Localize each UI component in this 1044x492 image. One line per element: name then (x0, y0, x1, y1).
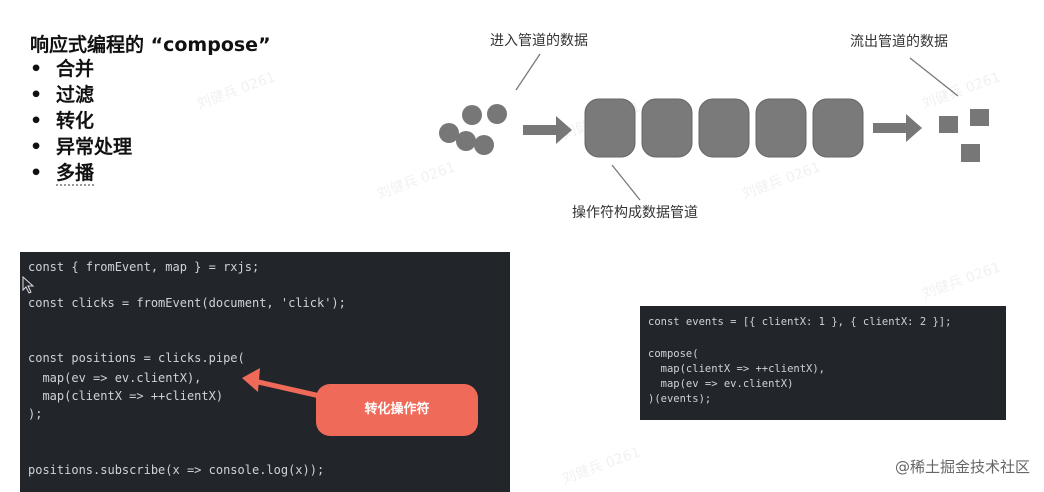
input-label-leader (515, 53, 541, 91)
list-item: •过滤 (30, 84, 95, 106)
pipe-segment (584, 98, 636, 158)
list-item: •多播 (30, 162, 95, 186)
code-line: map(ev => ev.clientX), (28, 371, 202, 385)
data-square (939, 116, 958, 133)
output-data-label: 流出管道的数据 (850, 34, 948, 50)
output-arrow (873, 114, 922, 142)
watermark: 刘健兵 0261 (560, 444, 643, 488)
slide-title: 响应式编程的 “compose” (30, 34, 271, 56)
code-line: map(clientX => ++clientX), (648, 363, 826, 375)
code-line: )(events); (648, 393, 712, 405)
input-arrow (523, 116, 572, 144)
code-line: ); (28, 407, 43, 421)
pipe-segment (755, 98, 807, 158)
mouse-cursor-icon (22, 276, 35, 294)
code-line: map(ev => ev.clientX) (648, 378, 794, 390)
transform-operator-callout: 转化操作符 (316, 384, 478, 436)
code-line: positions.subscribe(x => console.log(x))… (28, 463, 325, 477)
annotation-arrow (242, 368, 321, 399)
code-block-compose: const events = [{ clientX: 1 }, { client… (640, 306, 1006, 420)
list-item: •合并 (30, 58, 95, 80)
bullet-icon: • (30, 162, 43, 184)
data-dot (439, 123, 459, 143)
credit-text: @稀土掘金技术社区 (894, 458, 1030, 476)
list-item: •转化 (30, 110, 95, 132)
code-line: compose( (648, 348, 699, 360)
pipe-segment (641, 98, 693, 158)
data-dot (456, 131, 476, 151)
output-label-leader (909, 57, 959, 97)
data-square (970, 109, 989, 126)
feature-list: •合并 •过滤 •转化 •异常处理 •多播 (30, 56, 132, 186)
code-line: map(clientX => ++clientX) (28, 389, 224, 403)
pipe-segment (812, 98, 864, 158)
bullet-icon: • (30, 84, 43, 106)
pipe-label-leader (611, 164, 641, 201)
watermark: 刘健兵 0261 (920, 259, 1003, 303)
list-item: •异常处理 (30, 136, 133, 158)
pipe-label: 操作符构成数据管道 (572, 205, 698, 221)
data-square (961, 144, 980, 162)
pipe-segments (584, 98, 864, 158)
input-data-dots (439, 104, 507, 155)
data-dot (462, 105, 482, 125)
bullet-icon: • (30, 110, 43, 132)
code-line: const events = [{ clientX: 1 }, { client… (648, 316, 952, 328)
data-dot (487, 104, 507, 124)
code-line: const positions = clicks.pipe( (28, 351, 245, 365)
pipe-segment (698, 98, 750, 158)
bullet-icon: • (30, 58, 43, 80)
bullet-icon: • (30, 136, 43, 158)
output-data-squares (939, 109, 989, 162)
pipeline-diagram (439, 53, 989, 201)
code-line: const clicks = fromEvent(document, 'clic… (28, 296, 346, 310)
code-line: const { fromEvent, map } = rxjs; (28, 260, 260, 274)
data-dot (474, 135, 494, 155)
code-block-rxjs: const { fromEvent, map } = rxjs; const c… (20, 252, 510, 492)
input-data-label: 进入管道的数据 (490, 33, 588, 49)
